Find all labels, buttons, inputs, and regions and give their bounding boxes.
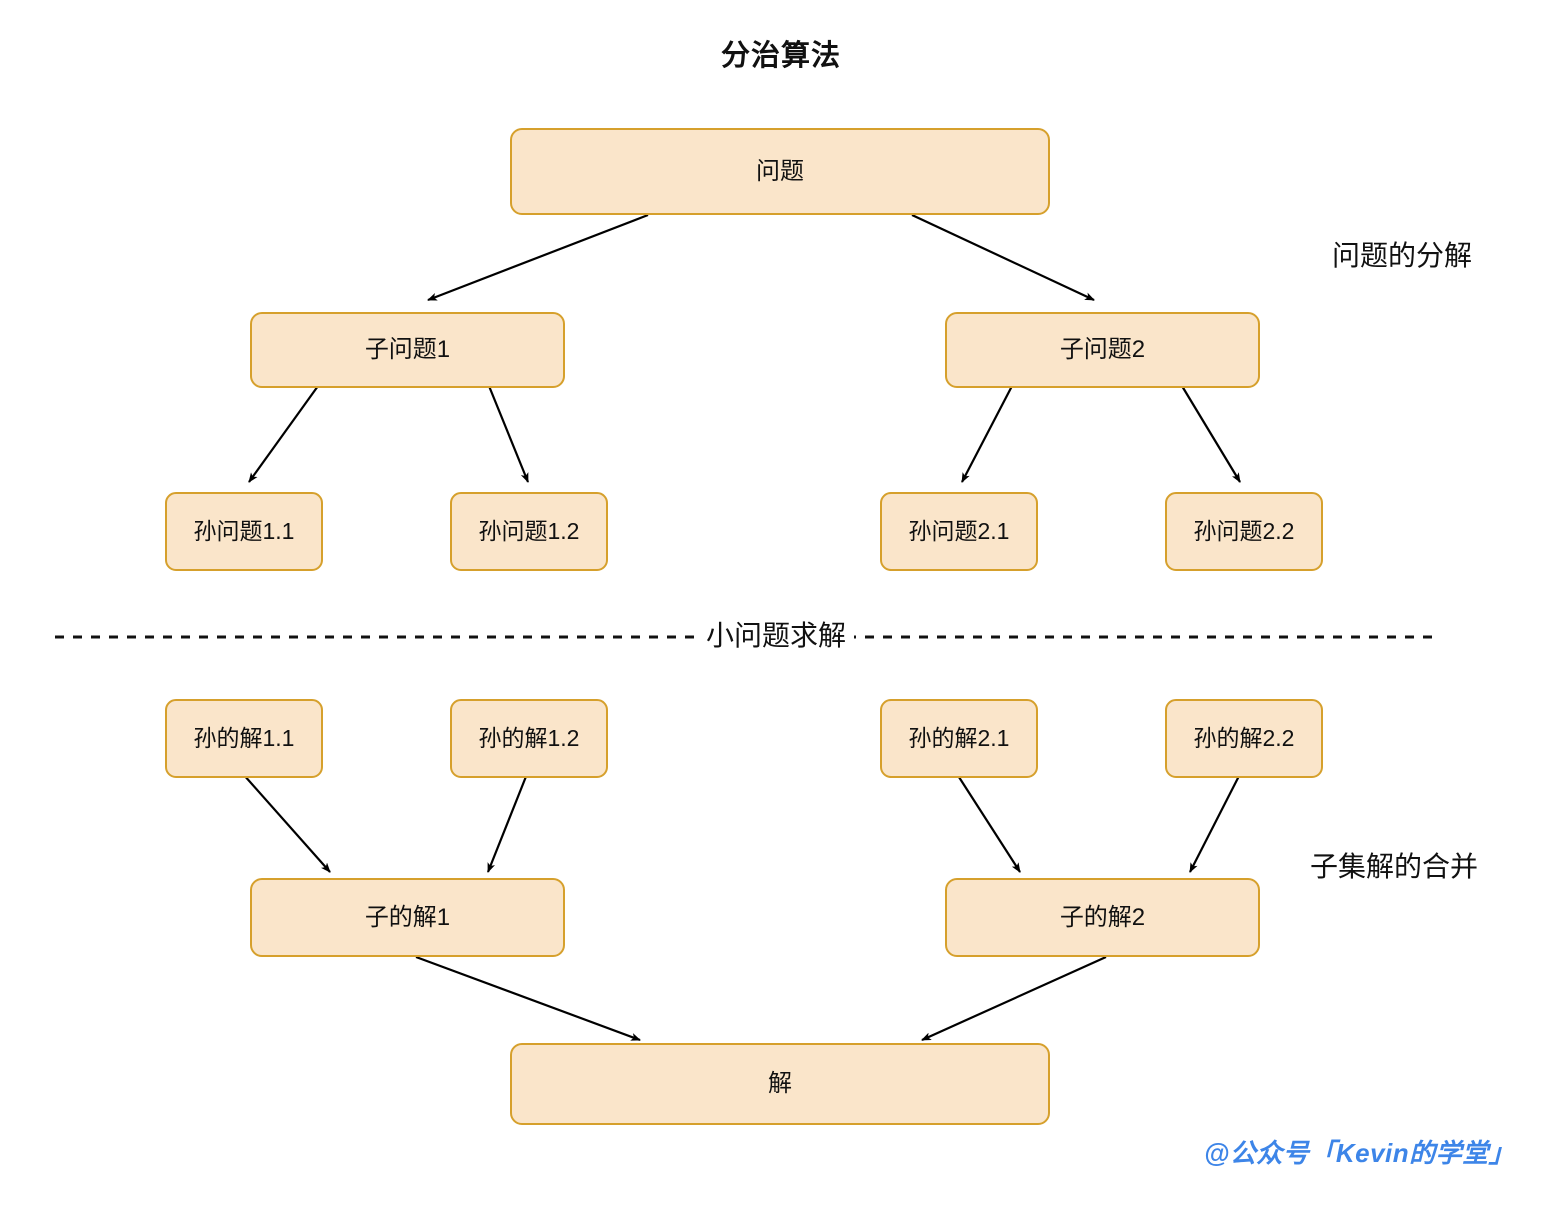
node-root-solution[interactable]: 解 bbox=[510, 1043, 1050, 1125]
edge-subsol2-to-solution bbox=[921, 955, 1107, 1042]
node-root-solution-label: 解 bbox=[768, 1070, 792, 1097]
node-grand-problem-1-1-label: 孙问题1.1 bbox=[193, 518, 295, 544]
node-root-problem[interactable]: 问题 bbox=[510, 128, 1050, 215]
edge-grandsol12-to-subsol1 bbox=[486, 773, 529, 873]
node-grand-problem-2-2[interactable]: 孙问题2.2 bbox=[1165, 492, 1323, 571]
node-sub-problem-1[interactable]: 子问题1 bbox=[250, 312, 565, 388]
node-grand-problem-2-1[interactable]: 孙问题2.1 bbox=[880, 492, 1038, 571]
node-grand-problem-1-2-label: 孙问题1.2 bbox=[478, 518, 580, 544]
node-grand-problem-1-1[interactable]: 孙问题1.1 bbox=[165, 492, 323, 571]
label-decompose: 问题的分解 bbox=[1332, 240, 1473, 271]
node-root-problem-label: 问题 bbox=[756, 157, 804, 185]
edge-sub1-to-grand12 bbox=[487, 385, 530, 483]
label-divider-solve: 小问题求解 bbox=[698, 622, 855, 650]
label-merge: 子集解的合并 bbox=[1310, 851, 1479, 882]
node-sub-solution-2[interactable]: 子的解2 bbox=[945, 878, 1260, 957]
edge-sub1-to-grand11 bbox=[248, 385, 319, 483]
diagram-title: 分治算法 bbox=[720, 40, 841, 72]
edge-root-to-sub1 bbox=[427, 213, 649, 302]
node-grand-solution-1-1-label: 孙的解1.1 bbox=[193, 725, 295, 751]
edge-grandsol11-to-subsol1 bbox=[242, 773, 331, 873]
node-sub-solution-1-label: 子的解1 bbox=[364, 903, 451, 931]
node-sub-problem-1-label: 子问题1 bbox=[364, 336, 451, 363]
node-grand-solution-2-2[interactable]: 孙的解2.2 bbox=[1165, 699, 1323, 778]
node-sub-problem-2-label: 子问题2 bbox=[1059, 336, 1146, 363]
node-grand-solution-2-2-label: 孙的解2.2 bbox=[1193, 725, 1295, 751]
node-grand-solution-1-2[interactable]: 孙的解1.2 bbox=[450, 699, 608, 778]
node-grand-problem-1-2[interactable]: 孙问题1.2 bbox=[450, 492, 608, 571]
node-grand-solution-2-1[interactable]: 孙的解2.1 bbox=[880, 699, 1038, 778]
node-grand-solution-2-1-label: 孙的解2.1 bbox=[908, 725, 1010, 751]
watermark: @公众号「Kevin的学堂」 bbox=[1204, 1138, 1516, 1168]
node-grand-solution-1-1[interactable]: 孙的解1.1 bbox=[165, 699, 323, 778]
node-sub-problem-2[interactable]: 子问题2 bbox=[945, 312, 1260, 388]
edge-root-to-sub2 bbox=[911, 214, 1095, 301]
edge-sub2-to-grand21 bbox=[961, 385, 1013, 483]
node-sub-solution-1[interactable]: 子的解1 bbox=[250, 878, 565, 957]
edge-grandsol22-to-subsol2 bbox=[1189, 773, 1241, 873]
node-grand-problem-2-1-label: 孙问题2.1 bbox=[908, 518, 1010, 544]
edge-subsol1-to-solution bbox=[415, 955, 641, 1042]
node-grand-solution-1-2-label: 孙的解1.2 bbox=[478, 725, 580, 751]
edge-grandsol21-to-subsol2 bbox=[956, 773, 1021, 873]
edge-sub2-to-grand22 bbox=[1181, 385, 1241, 483]
node-grand-problem-2-2-label: 孙问题2.2 bbox=[1193, 518, 1295, 544]
node-sub-solution-2-label: 子的解2 bbox=[1059, 903, 1146, 931]
